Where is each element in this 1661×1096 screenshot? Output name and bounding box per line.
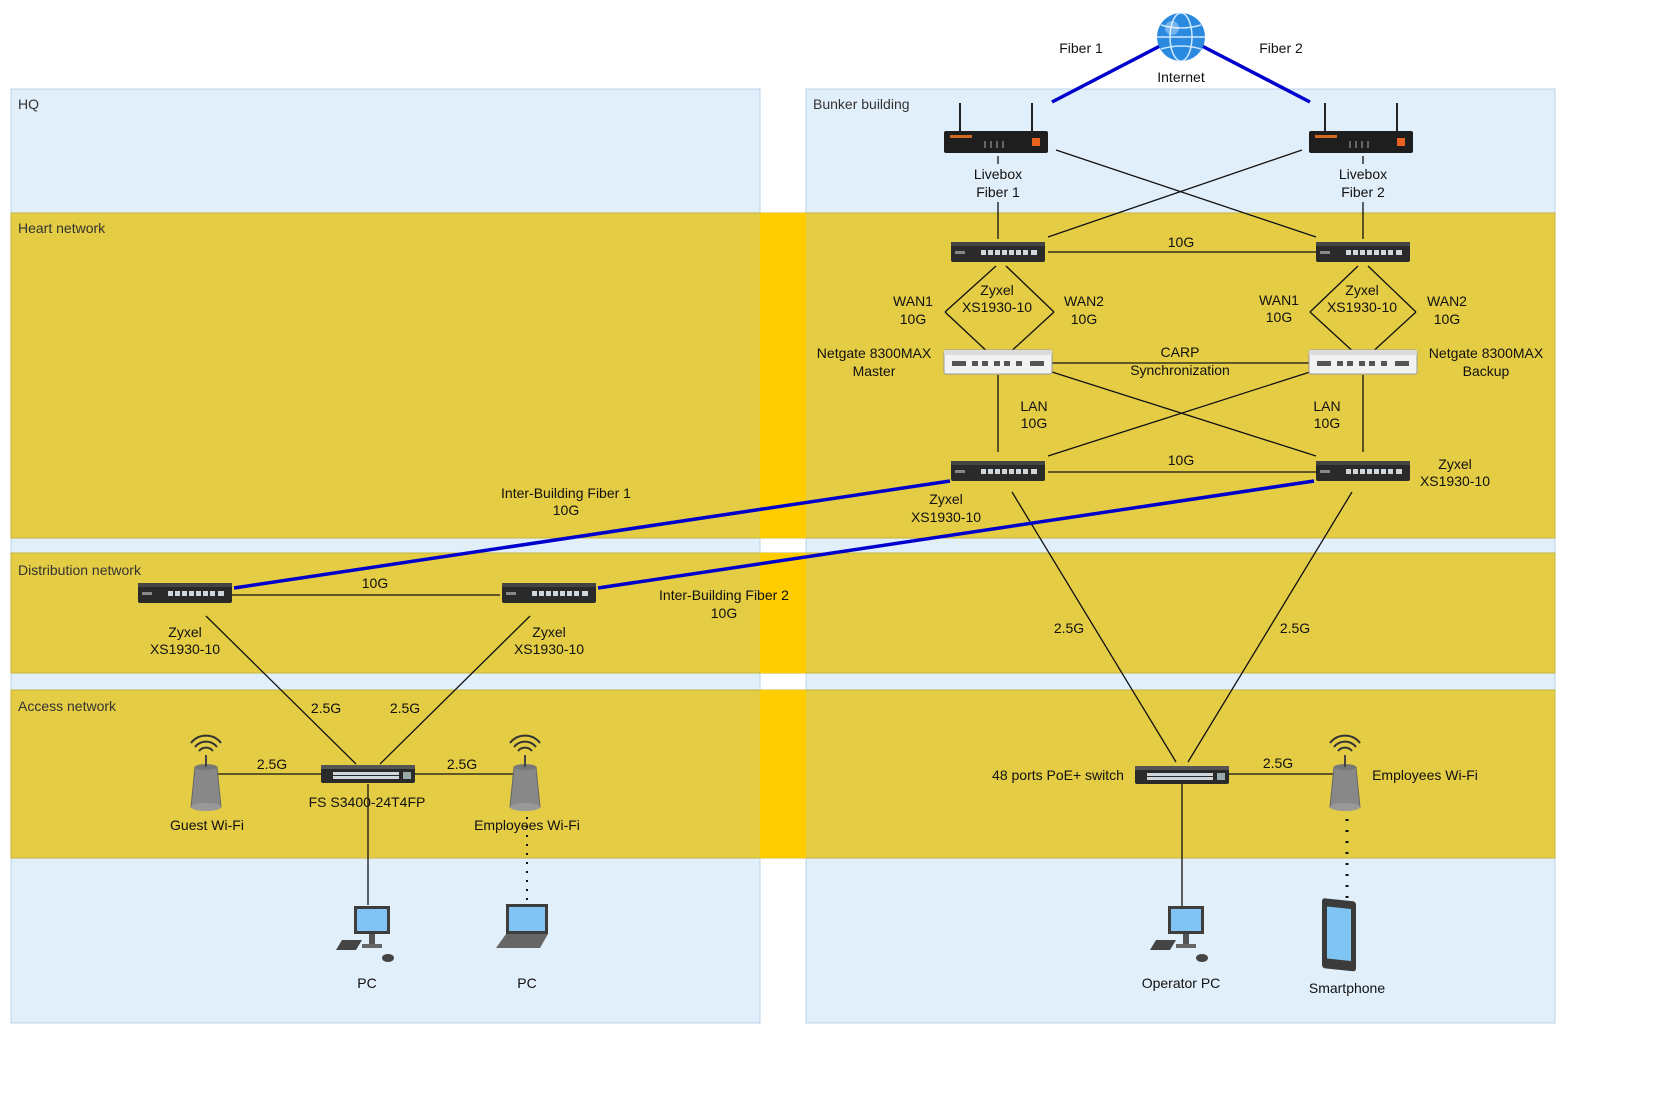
link-wan2-right <box>1367 265 1417 313</box>
hq-dist-10g-label: 10G <box>362 575 388 591</box>
fiber-internet-livebox2 <box>1201 44 1311 104</box>
link-wan1-left2 <box>944 311 993 357</box>
link-wan2-right2 <box>1367 311 1417 357</box>
bunker-poe-switch-icon <box>1135 766 1229 784</box>
link-livebox2-core1 <box>1047 149 1303 238</box>
hq-access-switch-icon <box>321 765 415 783</box>
guest-wifi-ap-icon <box>190 734 222 812</box>
hq-dist-switch-1-icon <box>138 583 232 603</box>
netgate-backup-firewall-icon <box>1308 349 1418 375</box>
hq-guest-link-speed: 2.5G <box>257 756 287 772</box>
livebox2-label-bg <box>1337 164 1389 202</box>
bunker-uplink-left-speed: 2.5G <box>1054 620 1084 636</box>
internet-globe-icon <box>1157 12 1205 62</box>
operator-pc-label: Operator PC <box>1142 975 1221 991</box>
hq-employees-wifi-ap-icon <box>509 734 541 812</box>
hq-employees-wifi-label: Employees Wi-Fi <box>474 817 580 833</box>
netgate-master-firewall-icon <box>943 349 1053 375</box>
bunker-employees-wifi-ap-icon <box>1329 734 1361 812</box>
bunker-uplink-right-speed: 2.5G <box>1280 620 1310 636</box>
smartphone-label: Smartphone <box>1309 980 1385 996</box>
distribution-title: Distribution network <box>18 562 142 578</box>
link-fw2-dist1 <box>1047 371 1311 457</box>
bunker-dist-switch-1-icon <box>951 461 1045 481</box>
link-wan1-left <box>944 265 997 313</box>
column-access <box>760 690 806 858</box>
column-heart <box>760 213 806 538</box>
livebox1-label-bg <box>972 164 1024 202</box>
core-switch-2-icon <box>1316 242 1410 262</box>
link-wan1-right2 <box>1309 311 1359 357</box>
link-hqdist1-access <box>205 615 357 765</box>
hq-uplink-right-speed: 2.5G <box>390 700 420 716</box>
link-livebox1-core2 <box>1055 149 1317 238</box>
bunker-title: Bunker building <box>813 96 910 112</box>
bunker-poe-switch-name: 48 ports PoE+ switch <box>992 767 1124 783</box>
bunker-dist-switch-2-icon <box>1316 461 1410 481</box>
link-fw1-dist2 <box>1051 371 1317 457</box>
link-wan2-left <box>1005 265 1055 313</box>
link-wan1-right <box>1309 265 1359 313</box>
core-switch-1-icon <box>951 242 1045 262</box>
inter-building-fiber-2 <box>597 479 1315 590</box>
hq-uplink-left-speed: 2.5G <box>311 700 341 716</box>
heart-title: Heart network <box>18 220 106 236</box>
internet-label: Internet <box>1157 69 1205 85</box>
link-dist2-poe <box>1187 491 1353 763</box>
bunker-employees-wifi-label: Employees Wi-Fi <box>1372 767 1478 783</box>
guest-wifi-label: Guest Wi-Fi <box>170 817 244 833</box>
fiber1-label: Fiber 1 <box>1059 40 1103 56</box>
fiber2-label: Fiber 2 <box>1259 40 1303 56</box>
bunker-dist-10g-label: 10G <box>1168 452 1194 468</box>
access-title: Access network <box>18 698 117 714</box>
core-10g-label: 10G <box>1168 234 1194 250</box>
inter-building-fiber-1 <box>233 479 951 590</box>
fiber-links <box>233 44 1315 590</box>
hq-title: HQ <box>18 96 39 112</box>
hq-pc-label: PC <box>357 975 376 991</box>
column-distribution <box>760 553 806 673</box>
bunker-ap-link-speed: 2.5G <box>1263 755 1293 771</box>
link-hqdist2-access <box>379 615 531 765</box>
link-dist1-poe <box>1011 491 1177 763</box>
hq-laptop-label: PC <box>517 975 536 991</box>
hq-access-switch-name: FS S3400-24T4FP <box>309 794 426 810</box>
smartphone-icon <box>1322 898 1356 972</box>
hq-employees-link-speed: 2.5G <box>447 756 477 772</box>
fiber-internet-livebox1 <box>1051 44 1161 104</box>
hq-dist-switch-2-icon <box>502 583 596 603</box>
link-wan2-left2 <box>1005 311 1055 357</box>
